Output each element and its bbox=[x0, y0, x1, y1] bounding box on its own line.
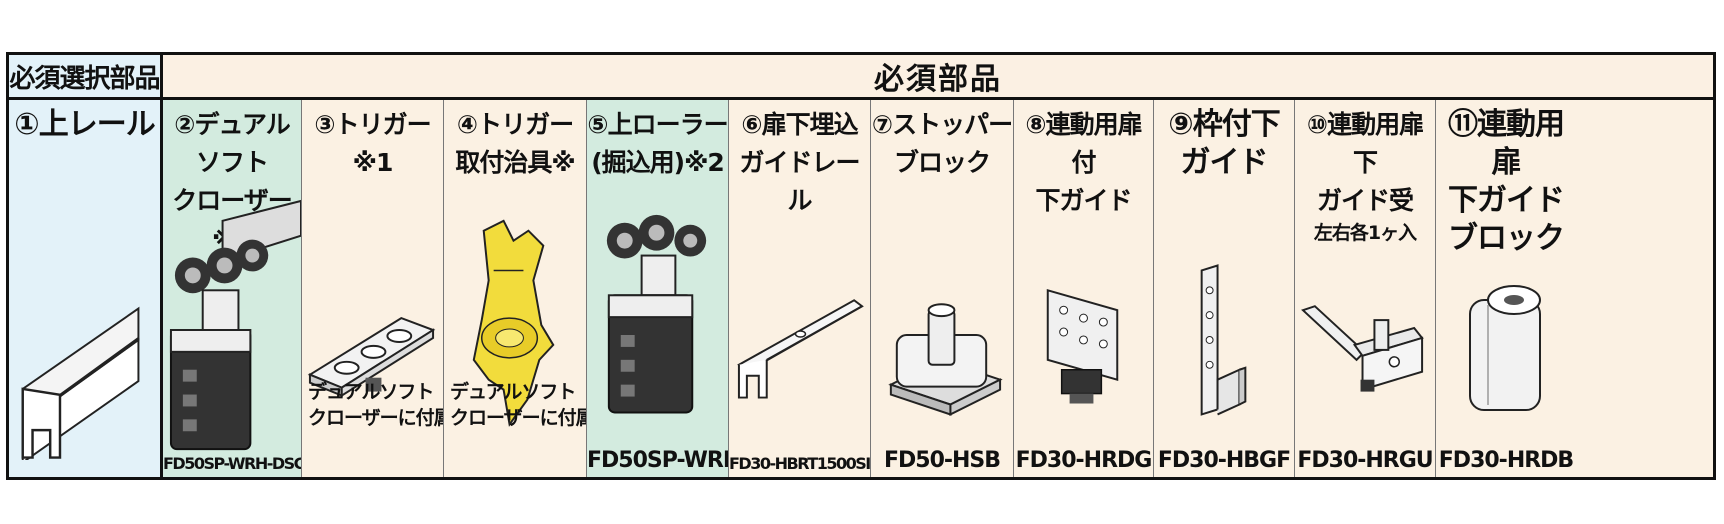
part-number: ⑪ bbox=[1448, 107, 1478, 142]
part-name-line2: (掘込用)※2 bbox=[591, 148, 725, 177]
part-name: ストッパー bbox=[892, 110, 1013, 139]
part-column-guide-block: ⑪連動用扉 下ガイド ブロック FD30-HRDB bbox=[1436, 100, 1713, 477]
part-number: ⑦ bbox=[871, 110, 893, 139]
part-column-frame-bottom-guide: ⑨枠付下 ガイド FD30-HBGF bbox=[1154, 100, 1295, 477]
part-column-trigger: ③トリガー※1 デュアルソフト クローザーに付属 bbox=[302, 100, 444, 477]
part-column-upper-rail: ①上レール bbox=[9, 100, 163, 477]
part-name: 枠付下 bbox=[1192, 107, 1281, 142]
header-required-parts: 必須部品 bbox=[163, 55, 1713, 97]
guide-rail-icon bbox=[729, 210, 870, 460]
part-number: ⑥ bbox=[741, 110, 762, 139]
part-title: ⑩連動用扉下 ガイド受 左右各1ヶ入 bbox=[1295, 106, 1435, 246]
part-subtitle: 左右各1ヶ入 bbox=[1313, 222, 1417, 244]
model-number: FD30-HRDG bbox=[1015, 448, 1153, 473]
note-line1: デュアルソフト bbox=[308, 381, 434, 403]
part-title: ⑥扉下埋込 ガイドレール bbox=[729, 106, 870, 220]
part-number: ⑩ bbox=[1306, 110, 1328, 139]
part-title: ⑪連動用扉 下ガイド ブロック bbox=[1436, 106, 1576, 258]
part-name: 上ローラー bbox=[607, 110, 728, 139]
frame-guide-icon bbox=[1154, 210, 1294, 460]
part-number: ② bbox=[174, 110, 195, 139]
part-number: ① bbox=[14, 107, 39, 142]
part-name: デュアルソフト bbox=[194, 110, 290, 177]
model-number: FD50SP-WRH-DSC bbox=[163, 454, 302, 473]
model-number: FD30-HRGU bbox=[1297, 448, 1433, 473]
note: デュアルソフト クローザーに付属 bbox=[450, 379, 587, 431]
trigger-plate-icon bbox=[302, 210, 443, 460]
guide-receiver-icon bbox=[1295, 210, 1435, 460]
header-optional-parts: 必須選択部品 bbox=[9, 55, 163, 97]
header-row: 必須選択部品 必須部品 bbox=[9, 55, 1713, 100]
top-roller-icon bbox=[587, 210, 728, 460]
part-name: トリガー※1 bbox=[334, 110, 432, 177]
model-number: FD30-HBGF bbox=[1157, 448, 1291, 473]
part-name-line2: ブロック bbox=[893, 148, 991, 177]
part-title: ⑤上ローラー (掘込用)※2 bbox=[587, 106, 728, 182]
part-title: ③トリガー※1 bbox=[302, 106, 443, 182]
part-number: ③ bbox=[314, 110, 335, 139]
guide-block-icon bbox=[1436, 210, 1576, 460]
part-number: ④ bbox=[456, 110, 478, 139]
part-name-line2: ガイド受 bbox=[1316, 186, 1414, 215]
parts-table: 必須選択部品 必須部品 ①上レール ②デュアルソフト クローザー※2 bbox=[6, 52, 1716, 480]
part-name-line2: 下ガイド bbox=[1448, 183, 1565, 218]
model-number: FD50-HSB bbox=[883, 448, 1001, 473]
part-name-line3: ブロック bbox=[1448, 221, 1565, 256]
part-name-line2: ガイドレール bbox=[739, 148, 860, 215]
model-number: FD30-HBRT1500SIL bbox=[729, 454, 871, 473]
part-column-trigger-jig: ④トリガー 取付治具※ デュアルソフト クローザーに付属 bbox=[444, 100, 587, 477]
part-column-door-bottom-guide: ⑧連動用扉付 下ガイド FD30-HRDG bbox=[1014, 100, 1154, 477]
part-name-line2: 下ガイド bbox=[1035, 186, 1132, 215]
part-column-dual-soft-closer: ②デュアルソフト クローザー※2 FD50SP-WRH-DSC bbox=[163, 100, 302, 477]
note-line2: クローザーに付属 bbox=[450, 407, 587, 429]
part-column-guide-receiver: ⑩連動用扉下 ガイド受 左右各1ヶ入 FD30-HRGU bbox=[1295, 100, 1436, 477]
part-name-line2: 取付治具※ bbox=[455, 148, 575, 177]
part-column-stopper-block: ⑦ストッパー ブロック FD50-HSB bbox=[871, 100, 1014, 477]
part-name: 扉下埋込 bbox=[761, 110, 859, 139]
note-line1: デュアルソフト bbox=[450, 381, 576, 403]
part-name: 連動用扉下 bbox=[1327, 110, 1424, 177]
part-name: トリガー bbox=[477, 110, 574, 139]
model-number: FD30-HRDB bbox=[1438, 448, 1574, 473]
part-title: ⑨枠付下 ガイド bbox=[1154, 106, 1294, 182]
part-title: ①上レール bbox=[9, 106, 160, 144]
part-column-bottom-guide-rail: ⑥扉下埋込 ガイドレール FD30-HBRT1500SIL bbox=[729, 100, 871, 477]
part-title: ⑧連動用扉付 下ガイド bbox=[1014, 106, 1153, 220]
model-number: FD50SP-WRH bbox=[587, 448, 729, 473]
part-name: 上レール bbox=[38, 107, 156, 142]
part-title: ④トリガー 取付治具※ bbox=[444, 106, 586, 182]
part-name: 連動用扉付 bbox=[1045, 110, 1143, 177]
rail-profile-icon bbox=[9, 210, 160, 465]
note: デュアルソフト クローザーに付属 bbox=[308, 379, 444, 431]
stopper-block-icon bbox=[871, 210, 1013, 460]
part-title: ⑦ストッパー ブロック bbox=[871, 106, 1013, 182]
note-line2: クローザーに付属 bbox=[308, 407, 444, 429]
closer-roller-icon bbox=[163, 180, 301, 477]
part-name: 連動用扉 bbox=[1477, 107, 1565, 180]
trigger-jig-icon bbox=[444, 210, 586, 460]
part-number: ⑧ bbox=[1025, 110, 1046, 139]
part-number: ⑤ bbox=[587, 110, 608, 139]
door-guide-icon bbox=[1014, 210, 1153, 460]
part-name-line2: ガイド bbox=[1180, 145, 1269, 180]
part-number: ⑨ bbox=[1168, 107, 1193, 142]
part-column-top-roller: ⑤上ローラー (掘込用)※2 FD50SP-WRH bbox=[587, 100, 729, 477]
